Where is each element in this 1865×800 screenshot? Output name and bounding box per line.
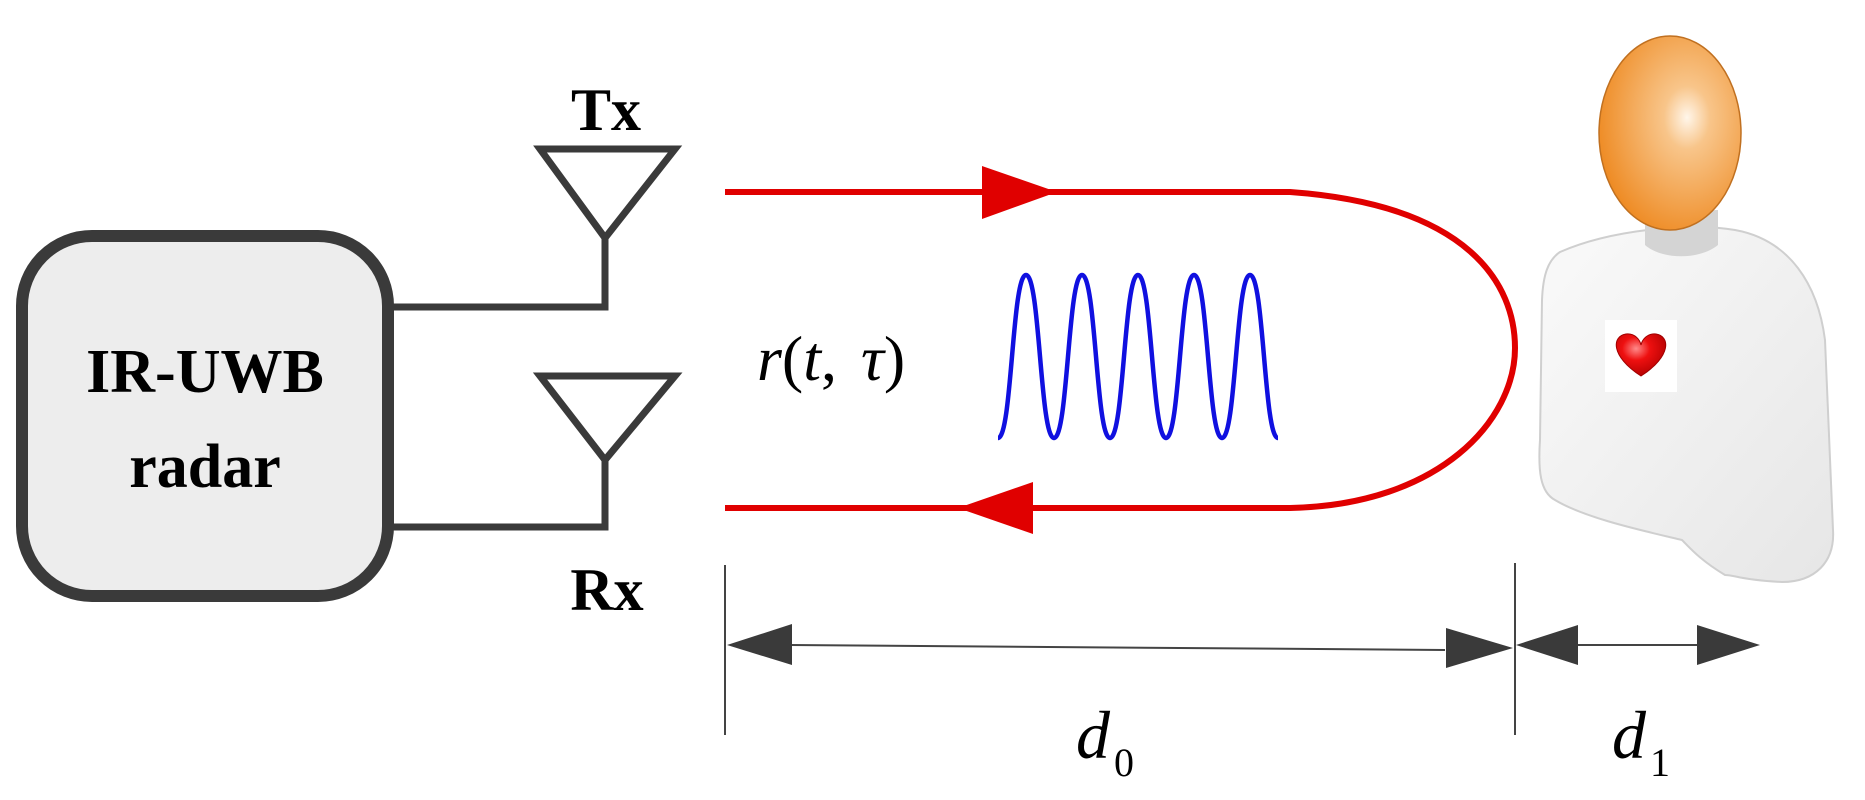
person-body bbox=[1538, 226, 1835, 584]
person-icon bbox=[1538, 35, 1835, 584]
d0-right-arrow-icon bbox=[1446, 628, 1513, 668]
heart-icon bbox=[1615, 333, 1667, 377]
signal-tau: τ bbox=[861, 323, 886, 394]
signal-open-paren: ( bbox=[782, 323, 803, 394]
signal-expression: r(t, τ) bbox=[757, 323, 905, 394]
tx-antenna-icon bbox=[533, 145, 683, 244]
tx-antenna: Tx bbox=[533, 77, 683, 244]
return-arrow-icon bbox=[958, 482, 1033, 534]
signal-path-line bbox=[725, 189, 1519, 511]
d0-dimension-line bbox=[789, 644, 1446, 651]
signal-close-paren: ) bbox=[884, 323, 905, 394]
radar-wires bbox=[390, 238, 609, 531]
d1-right-arrow-icon bbox=[1697, 625, 1760, 665]
radar-label-line2: radar bbox=[129, 433, 281, 501]
signal-func: r bbox=[757, 323, 783, 394]
d0-left-arrow-icon bbox=[727, 624, 792, 665]
rx-label: Rx bbox=[570, 557, 643, 623]
distance-markers bbox=[724, 563, 1760, 735]
d1-left-arrow-icon bbox=[1516, 625, 1578, 665]
rx-antenna: Rx bbox=[532, 372, 683, 623]
tx-wire bbox=[390, 238, 609, 311]
rx-antenna-icon bbox=[532, 372, 683, 466]
signal-comma: , bbox=[821, 323, 837, 394]
d1-base: d bbox=[1612, 697, 1647, 773]
d1-sub: 1 bbox=[1650, 740, 1670, 785]
propagation-path bbox=[725, 166, 1519, 534]
forward-arrow-icon bbox=[982, 166, 1057, 219]
rx-wire bbox=[390, 460, 609, 531]
d0-base: d bbox=[1076, 697, 1111, 773]
signal-t: t bbox=[803, 323, 823, 394]
pulse-waveform bbox=[995, 272, 1281, 441]
d0-sub: 0 bbox=[1114, 740, 1134, 785]
tx-label: Tx bbox=[571, 77, 641, 143]
radar-box: IR-UWB radar bbox=[16, 230, 394, 602]
radar-label-line1: IR-UWB bbox=[86, 338, 324, 406]
person-head bbox=[1598, 35, 1742, 231]
